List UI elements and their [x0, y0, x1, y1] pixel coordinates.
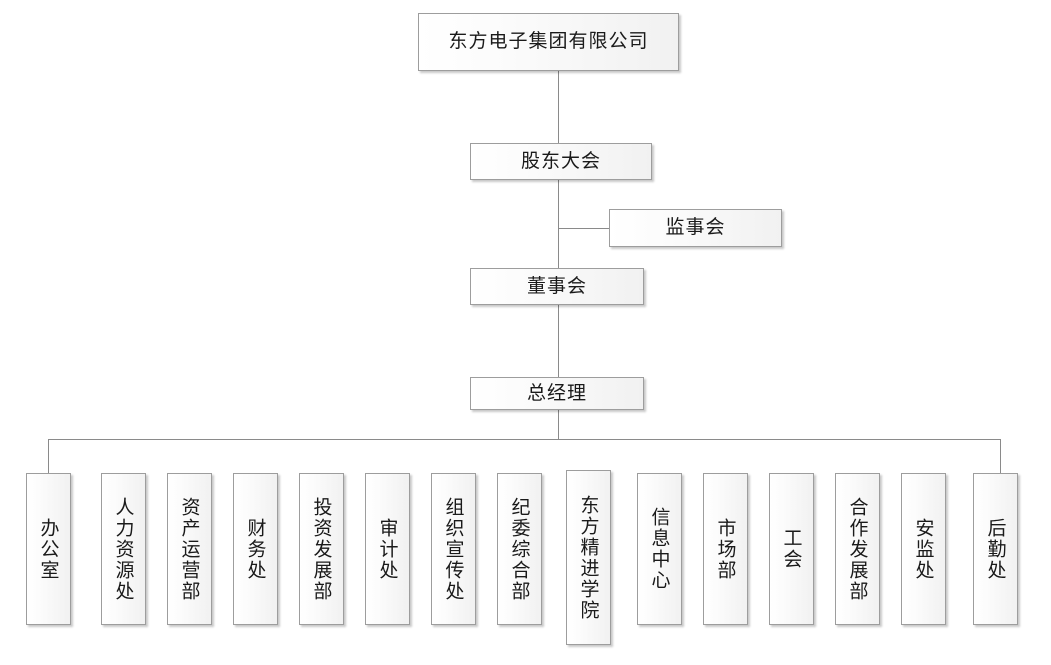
connector-bus-to-first-department [48, 439, 49, 473]
node-department[interactable]: 人力资源处 [101, 473, 146, 625]
node-company-label: 东方电子集团有限公司 [448, 30, 649, 53]
node-department-label: 审计处 [376, 517, 399, 581]
connector-company-to-shareholders [558, 71, 559, 143]
node-department-label: 资产运营部 [178, 496, 201, 602]
node-shareholders-meeting-label: 股东大会 [520, 149, 601, 172]
node-department-label: 合作发展部 [846, 496, 869, 602]
connector-directors-to-general-manager [558, 305, 559, 377]
connector-general-manager-to-bus [558, 410, 559, 439]
node-board-of-directors-label: 董事会 [526, 274, 587, 297]
node-department[interactable]: 信息中心 [637, 473, 682, 625]
node-department-label: 信息中心 [648, 507, 671, 591]
node-department-label: 组织宣传处 [442, 496, 465, 602]
node-department[interactable]: 审计处 [365, 473, 410, 625]
node-department[interactable]: 安监处 [901, 473, 946, 625]
node-shareholders-meeting[interactable]: 股东大会 [470, 143, 652, 180]
connector-spine-to-supervisors [558, 228, 609, 229]
node-board-of-supervisors-label: 监事会 [665, 216, 726, 239]
node-department[interactable]: 合作发展部 [835, 473, 880, 625]
node-department[interactable]: 财务处 [233, 473, 278, 625]
node-department-label: 人力资源处 [112, 496, 135, 602]
node-department[interactable]: 市场部 [703, 473, 748, 625]
node-department-label: 东方精进学院 [577, 494, 600, 621]
node-department-label: 后勤处 [984, 517, 1007, 581]
node-department[interactable]: 工会 [769, 473, 814, 625]
node-department[interactable]: 纪委综合部 [497, 473, 542, 625]
node-department[interactable]: 投资发展部 [299, 473, 344, 625]
node-department-label: 办公室 [37, 517, 60, 581]
node-general-manager-label: 总经理 [526, 381, 587, 404]
department-bus-line [48, 439, 1001, 440]
connector-bus-to-last-department [1000, 439, 1001, 473]
node-department[interactable]: 办公室 [26, 473, 71, 625]
node-department-label: 市场部 [714, 517, 737, 581]
connector-shareholders-to-directors [558, 180, 559, 268]
node-general-manager[interactable]: 总经理 [470, 377, 644, 410]
node-department-label: 纪委综合部 [508, 496, 531, 602]
node-department[interactable]: 资产运营部 [167, 473, 212, 625]
node-department-label: 财务处 [244, 517, 267, 581]
node-department-label: 工会 [780, 528, 803, 570]
node-company[interactable]: 东方电子集团有限公司 [418, 13, 679, 71]
node-board-of-directors[interactable]: 董事会 [470, 268, 644, 305]
node-department[interactable]: 组织宣传处 [431, 473, 476, 625]
node-department[interactable]: 东方精进学院 [566, 470, 611, 645]
node-department-label: 安监处 [912, 517, 935, 581]
node-board-of-supervisors[interactable]: 监事会 [609, 209, 782, 247]
node-department[interactable]: 后勤处 [973, 473, 1018, 625]
node-department-label: 投资发展部 [310, 496, 333, 602]
